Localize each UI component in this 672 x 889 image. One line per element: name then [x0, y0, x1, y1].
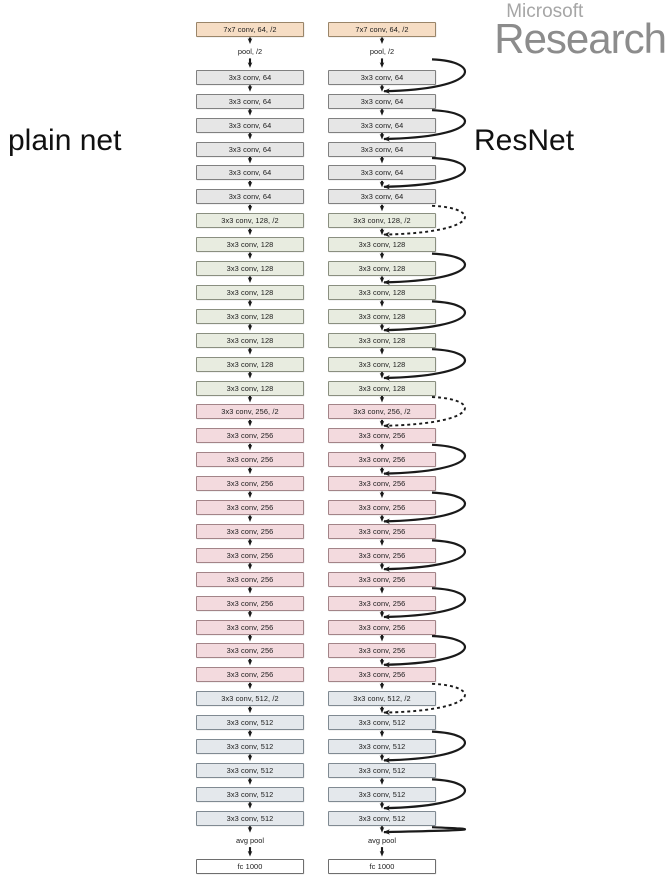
layer-block-256-22: 3x3 conv, 256: [196, 547, 304, 563]
layer-block-256-19: 3x3 conv, 256: [196, 476, 304, 492]
layer-block-128-9: 3x3 conv, 128: [196, 237, 304, 253]
layer-block-256-20: 3x3 conv, 256: [196, 500, 304, 515]
layer-block-128-13: 3x3 conv, 128: [196, 332, 304, 348]
layer-block-128-10: 3x3 conv, 128: [196, 261, 304, 276]
layer-block-64-4: 3x3 conv, 64: [328, 117, 436, 133]
layer-block-512-28: 3x3 conv, 512, /2: [328, 691, 436, 707]
layer-block-256-25: 3x3 conv, 256: [196, 619, 304, 635]
layer-block-64-5: 3x3 conv, 64: [196, 141, 304, 157]
skip-connection-identity-16: [383, 826, 466, 835]
layer-block-fc-35: fc 1000: [328, 858, 436, 874]
resnet-arrows: [379, 37, 385, 857]
layer-block-128-13: 3x3 conv, 128: [328, 332, 436, 348]
layer-block-128-14: 3x3 conv, 128: [328, 356, 436, 372]
layer-block-128-14: 3x3 conv, 128: [196, 356, 304, 372]
layer-block-256-27: 3x3 conv, 256: [328, 667, 436, 683]
plain-net-label: plain net: [8, 124, 122, 157]
layer-block-64-6: 3x3 conv, 64: [328, 165, 436, 181]
layer-block-128-11: 3x3 conv, 128: [196, 284, 304, 300]
layer-block-64-7: 3x3 conv, 64: [196, 189, 304, 205]
layer-block-512-28: 3x3 conv, 512, /2: [196, 691, 304, 707]
layer-block-64-4: 3x3 conv, 64: [196, 117, 304, 133]
layer-block-512-32: 3x3 conv, 512: [328, 786, 436, 802]
layer-block-64-6: 3x3 conv, 64: [196, 165, 304, 181]
layer-block-64-7: 3x3 conv, 64: [328, 189, 436, 205]
layer-block-256-18: 3x3 conv, 256: [328, 452, 436, 468]
layer-block-256-22: 3x3 conv, 256: [328, 547, 436, 563]
layer-block-128-8: 3x3 conv, 128, /2: [328, 213, 436, 229]
layer-block-512-33: 3x3 conv, 512: [196, 810, 304, 826]
layer-label-pool---2: pool, /2: [369, 47, 395, 57]
layer-block-256-26: 3x3 conv, 256: [328, 643, 436, 659]
logo-research-text: Research: [494, 15, 667, 62]
layer-block-fc-35: fc 1000: [196, 858, 304, 874]
layer-block-128-15: 3x3 conv, 128: [328, 380, 436, 396]
layer-block-256-16: 3x3 conv, 256, /2: [196, 404, 304, 420]
layer-block-256-17: 3x3 conv, 256: [196, 428, 304, 444]
layer-block-512-33: 3x3 conv, 512: [328, 810, 436, 826]
layer-block-128-12: 3x3 conv, 128: [328, 308, 436, 324]
layer-block-256-17: 3x3 conv, 256: [328, 428, 436, 444]
layer-label-avg-pool: avg pool: [368, 836, 396, 846]
layer-label-pool---2: pool, /2: [237, 47, 263, 57]
layer-block-256-23: 3x3 conv, 256: [328, 571, 436, 587]
layer-block-7x7-0: 7x7 conv, 64, /2: [328, 22, 436, 37]
layer-block-128-12: 3x3 conv, 128: [196, 308, 304, 324]
layer-block-128-8: 3x3 conv, 128, /2: [196, 213, 304, 229]
layer-block-512-30: 3x3 conv, 512: [328, 739, 436, 754]
plain-net-column: 7x7 conv, 64, /2 pool, /2 3x3 conv, 64 3x3 …: [190, 0, 310, 889]
layer-block-256-25: 3x3 conv, 256: [328, 619, 436, 635]
layer-block-128-15: 3x3 conv, 128: [196, 380, 304, 396]
layer-block-128-11: 3x3 conv, 128: [328, 284, 436, 300]
logo-microsoft-text: Microsoft: [506, 1, 584, 22]
layer-block-512-30: 3x3 conv, 512: [196, 739, 304, 754]
layer-block-64-3: 3x3 conv, 64: [328, 93, 436, 109]
layer-block-256-23: 3x3 conv, 256: [196, 571, 304, 587]
layer-block-256-18: 3x3 conv, 256: [196, 452, 304, 468]
layer-block-256-20: 3x3 conv, 256: [328, 500, 436, 515]
layer-block-256-24: 3x3 conv, 256: [328, 595, 436, 611]
layer-block-64-3: 3x3 conv, 64: [196, 93, 304, 109]
layer-block-64-2: 3x3 conv, 64: [196, 69, 304, 85]
layer-block-256-27: 3x3 conv, 256: [196, 667, 304, 683]
layer-block-512-31: 3x3 conv, 512: [328, 762, 436, 778]
microsoft-research-logo: Microsoft Research: [494, 1, 667, 62]
resnet-column: 7x7 conv, 64, /2 pool, /2 3x3 conv, 64 3x3 …: [322, 0, 467, 889]
layer-label-avg-pool: avg pool: [236, 836, 264, 846]
layer-block-256-26: 3x3 conv, 256: [196, 643, 304, 659]
layer-block-256-21: 3x3 conv, 256: [196, 523, 304, 539]
layer-block-512-31: 3x3 conv, 512: [196, 762, 304, 778]
layer-block-512-32: 3x3 conv, 512: [196, 786, 304, 802]
layer-block-256-19: 3x3 conv, 256: [328, 476, 436, 492]
layer-block-512-29: 3x3 conv, 512: [328, 715, 436, 731]
layer-block-128-10: 3x3 conv, 128: [328, 261, 436, 276]
layer-block-7x7-0: 7x7 conv, 64, /2: [196, 22, 304, 37]
layer-block-512-29: 3x3 conv, 512: [196, 715, 304, 731]
layer-block-64-2: 3x3 conv, 64: [328, 69, 436, 85]
layer-block-256-24: 3x3 conv, 256: [196, 595, 304, 611]
layer-block-256-16: 3x3 conv, 256, /2: [328, 404, 436, 420]
layer-block-128-9: 3x3 conv, 128: [328, 237, 436, 253]
layer-block-256-21: 3x3 conv, 256: [328, 523, 436, 539]
plain-net-arrows: [247, 37, 253, 857]
layer-block-64-5: 3x3 conv, 64: [328, 141, 436, 157]
resnet-label: ResNet: [474, 124, 575, 157]
